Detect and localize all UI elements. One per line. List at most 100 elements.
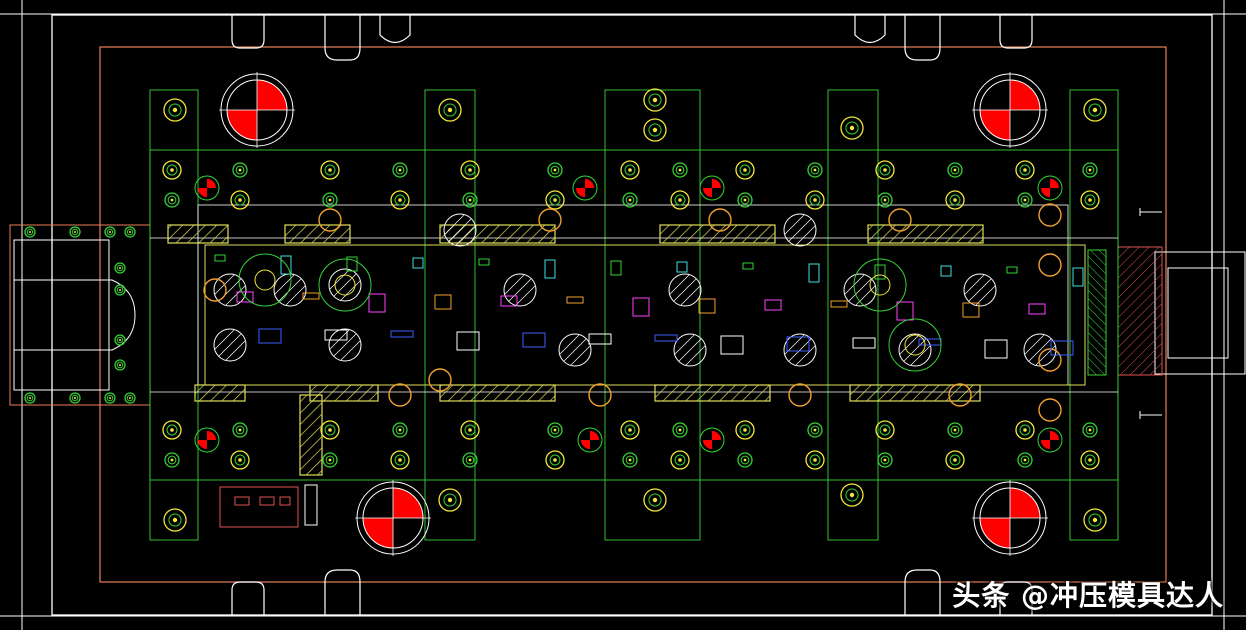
screw-icon xyxy=(545,450,565,470)
strip-part-shape xyxy=(764,299,782,311)
strip-part-shape xyxy=(368,293,386,313)
strip-part-shape xyxy=(434,294,452,310)
strip-part-shape xyxy=(808,263,820,283)
screw-icon xyxy=(877,192,893,208)
screw-icon xyxy=(643,118,667,142)
screw-icon xyxy=(1017,452,1033,468)
screw-icon xyxy=(462,192,478,208)
screw-icon xyxy=(320,160,340,180)
strip-part-shape xyxy=(566,296,584,304)
screw-icon xyxy=(737,452,753,468)
strip-part-shape xyxy=(324,329,348,341)
screw-icon xyxy=(24,392,36,404)
strip-part-shape xyxy=(654,334,678,342)
guide-post-marks xyxy=(194,72,1063,556)
screw-icon xyxy=(232,422,248,438)
screw-icon xyxy=(114,262,126,274)
strip-part-shape xyxy=(720,335,744,355)
form-punch-icon xyxy=(888,318,942,372)
form-punch-icon xyxy=(853,258,907,312)
screw-icon xyxy=(390,450,410,470)
screw-icon xyxy=(232,162,248,178)
right-edge-markers xyxy=(1139,208,1162,419)
strip-part-shape xyxy=(456,331,480,351)
screw-icon xyxy=(840,483,864,507)
bushing-icon xyxy=(708,208,732,232)
dowel-icon xyxy=(699,427,725,453)
screw-icon xyxy=(945,190,965,210)
screw-icon xyxy=(104,392,116,404)
punch-icon xyxy=(328,268,362,302)
bushing-icon xyxy=(428,368,452,392)
screw-icon xyxy=(114,359,126,371)
screw-icon xyxy=(643,88,667,112)
screw-icon xyxy=(622,192,638,208)
screw-icon xyxy=(672,422,688,438)
screw-icon xyxy=(230,190,250,210)
punch-icon xyxy=(783,213,817,247)
screw-icon xyxy=(672,162,688,178)
screw-icon xyxy=(1080,190,1100,210)
screw-icon xyxy=(69,392,81,404)
screw-icon xyxy=(163,98,187,122)
screw-icon xyxy=(322,192,338,208)
screw-icon xyxy=(840,116,864,140)
bushing-icon xyxy=(1038,203,1062,227)
screw-icon xyxy=(164,452,180,468)
screw-icon xyxy=(392,162,408,178)
screw-icon xyxy=(124,392,136,404)
screw-icon xyxy=(460,420,480,440)
strip-part-shape xyxy=(940,265,952,277)
screw-icon xyxy=(1082,162,1098,178)
screw-icon xyxy=(622,452,638,468)
screw-icon xyxy=(114,334,126,346)
form-punch-icon xyxy=(318,258,372,312)
bushing-icon xyxy=(203,278,227,302)
screw-icon xyxy=(875,420,895,440)
screw-icon xyxy=(735,420,755,440)
screw-icon xyxy=(643,488,667,512)
guide-post-mark-icon xyxy=(972,72,1048,148)
strip-part-shape xyxy=(412,257,424,269)
strip-part-shape xyxy=(830,300,848,308)
screw-icon xyxy=(162,420,182,440)
screw-icon xyxy=(670,190,690,210)
screw-icon xyxy=(620,420,640,440)
strip-part-shape xyxy=(280,255,292,275)
screw-icon xyxy=(670,450,690,470)
strip-part-shape xyxy=(302,292,320,300)
screw-icon xyxy=(545,190,565,210)
form-punch-icon xyxy=(238,253,292,307)
screw-icon xyxy=(547,422,563,438)
screw-icon xyxy=(547,162,563,178)
bushing-icon xyxy=(1038,253,1062,277)
strip-part-shape xyxy=(984,339,1008,359)
punch-icon xyxy=(783,333,817,367)
screw-icon xyxy=(1083,508,1107,532)
strip-part-shape xyxy=(742,262,754,270)
dowel-icon xyxy=(1037,175,1063,201)
screw-icon xyxy=(1017,192,1033,208)
bushing-icon xyxy=(1038,398,1062,422)
punch-icon xyxy=(273,273,307,307)
screw-icon xyxy=(124,226,136,238)
bushing-icon xyxy=(318,208,342,232)
strip-part-shape xyxy=(544,259,556,279)
plate-notches xyxy=(231,15,1033,615)
strip-parts xyxy=(214,253,1084,372)
punch-icon xyxy=(328,328,362,362)
screw-icon xyxy=(737,192,753,208)
bushing-icon xyxy=(388,383,412,407)
dowel-icon xyxy=(572,175,598,201)
bushing-icon xyxy=(788,383,812,407)
screw-icon xyxy=(24,226,36,238)
screw-icon xyxy=(735,160,755,180)
station-blocks xyxy=(149,89,1119,541)
punch-icon xyxy=(443,213,477,247)
strip-part-shape xyxy=(1006,266,1018,274)
screw-icon xyxy=(875,160,895,180)
punch-icon xyxy=(673,333,707,367)
screw-icon xyxy=(620,160,640,180)
screw-icon xyxy=(1080,450,1100,470)
